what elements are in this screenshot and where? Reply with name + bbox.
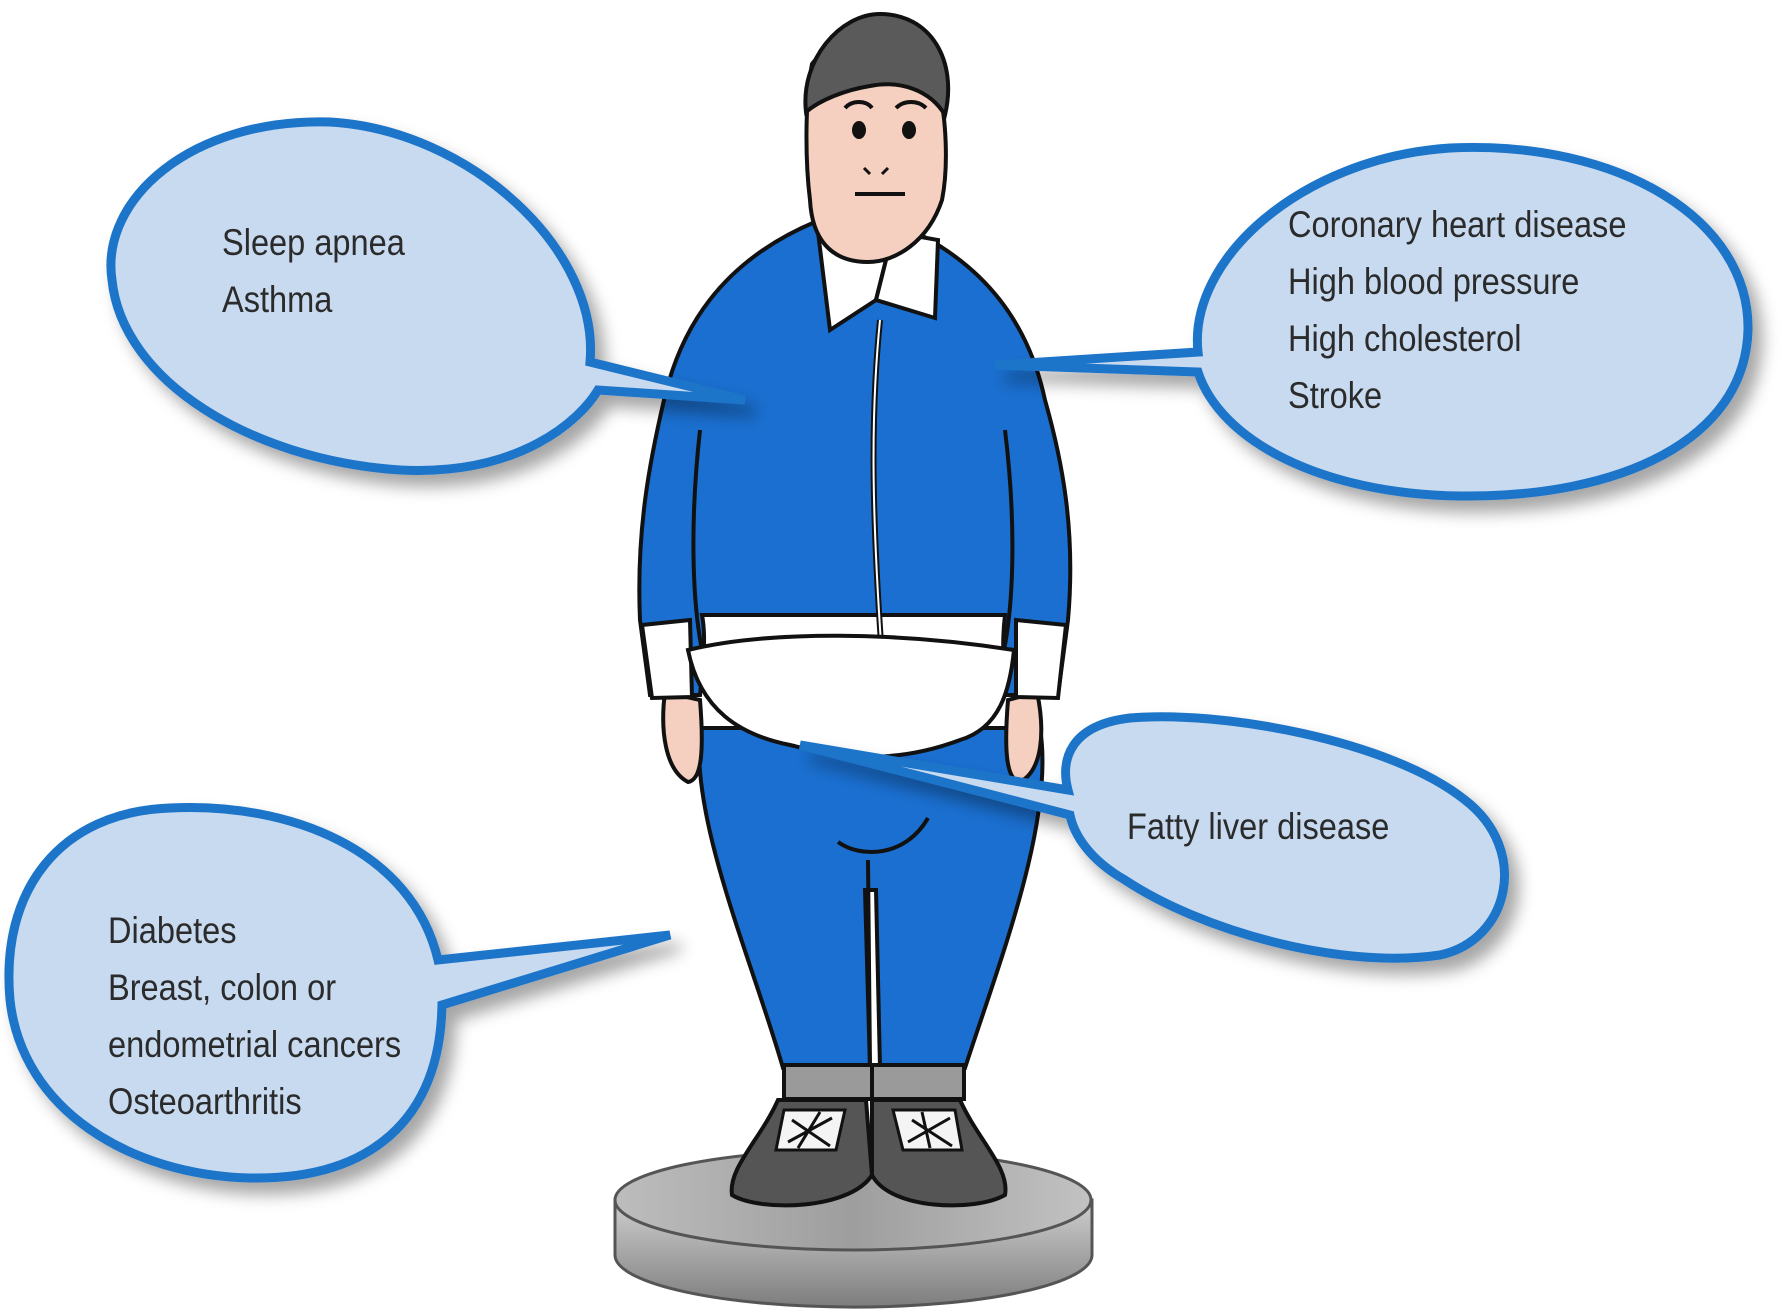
condition-label: Osteoarthritis xyxy=(108,1073,401,1130)
condition-label: Stroke xyxy=(1288,367,1626,424)
condition-label: High cholesterol xyxy=(1288,310,1626,367)
condition-label: Asthma xyxy=(222,271,405,328)
callout-diabetes-text: Diabetes Breast, colon or endometrial ca… xyxy=(108,902,401,1130)
callout-heart-text: Coronary heart disease High blood pressu… xyxy=(1288,196,1626,424)
condition-label: High blood pressure xyxy=(1288,253,1626,310)
condition-label: Coronary heart disease xyxy=(1288,196,1626,253)
jacket xyxy=(639,222,1070,757)
condition-label: Fatty liver disease xyxy=(1127,798,1389,855)
condition-label: Diabetes xyxy=(108,902,401,959)
condition-label: Sleep apnea xyxy=(222,214,405,271)
callout-sleep-bubble xyxy=(111,122,745,471)
condition-label: Breast, colon or xyxy=(108,959,401,1016)
condition-label: endometrial cancers xyxy=(108,1016,401,1073)
socks xyxy=(784,1065,964,1099)
callout-sleep-text: Sleep apnea Asthma xyxy=(222,214,405,328)
callout-liver-text: Fatty liver disease xyxy=(1127,798,1389,855)
head xyxy=(805,14,948,262)
